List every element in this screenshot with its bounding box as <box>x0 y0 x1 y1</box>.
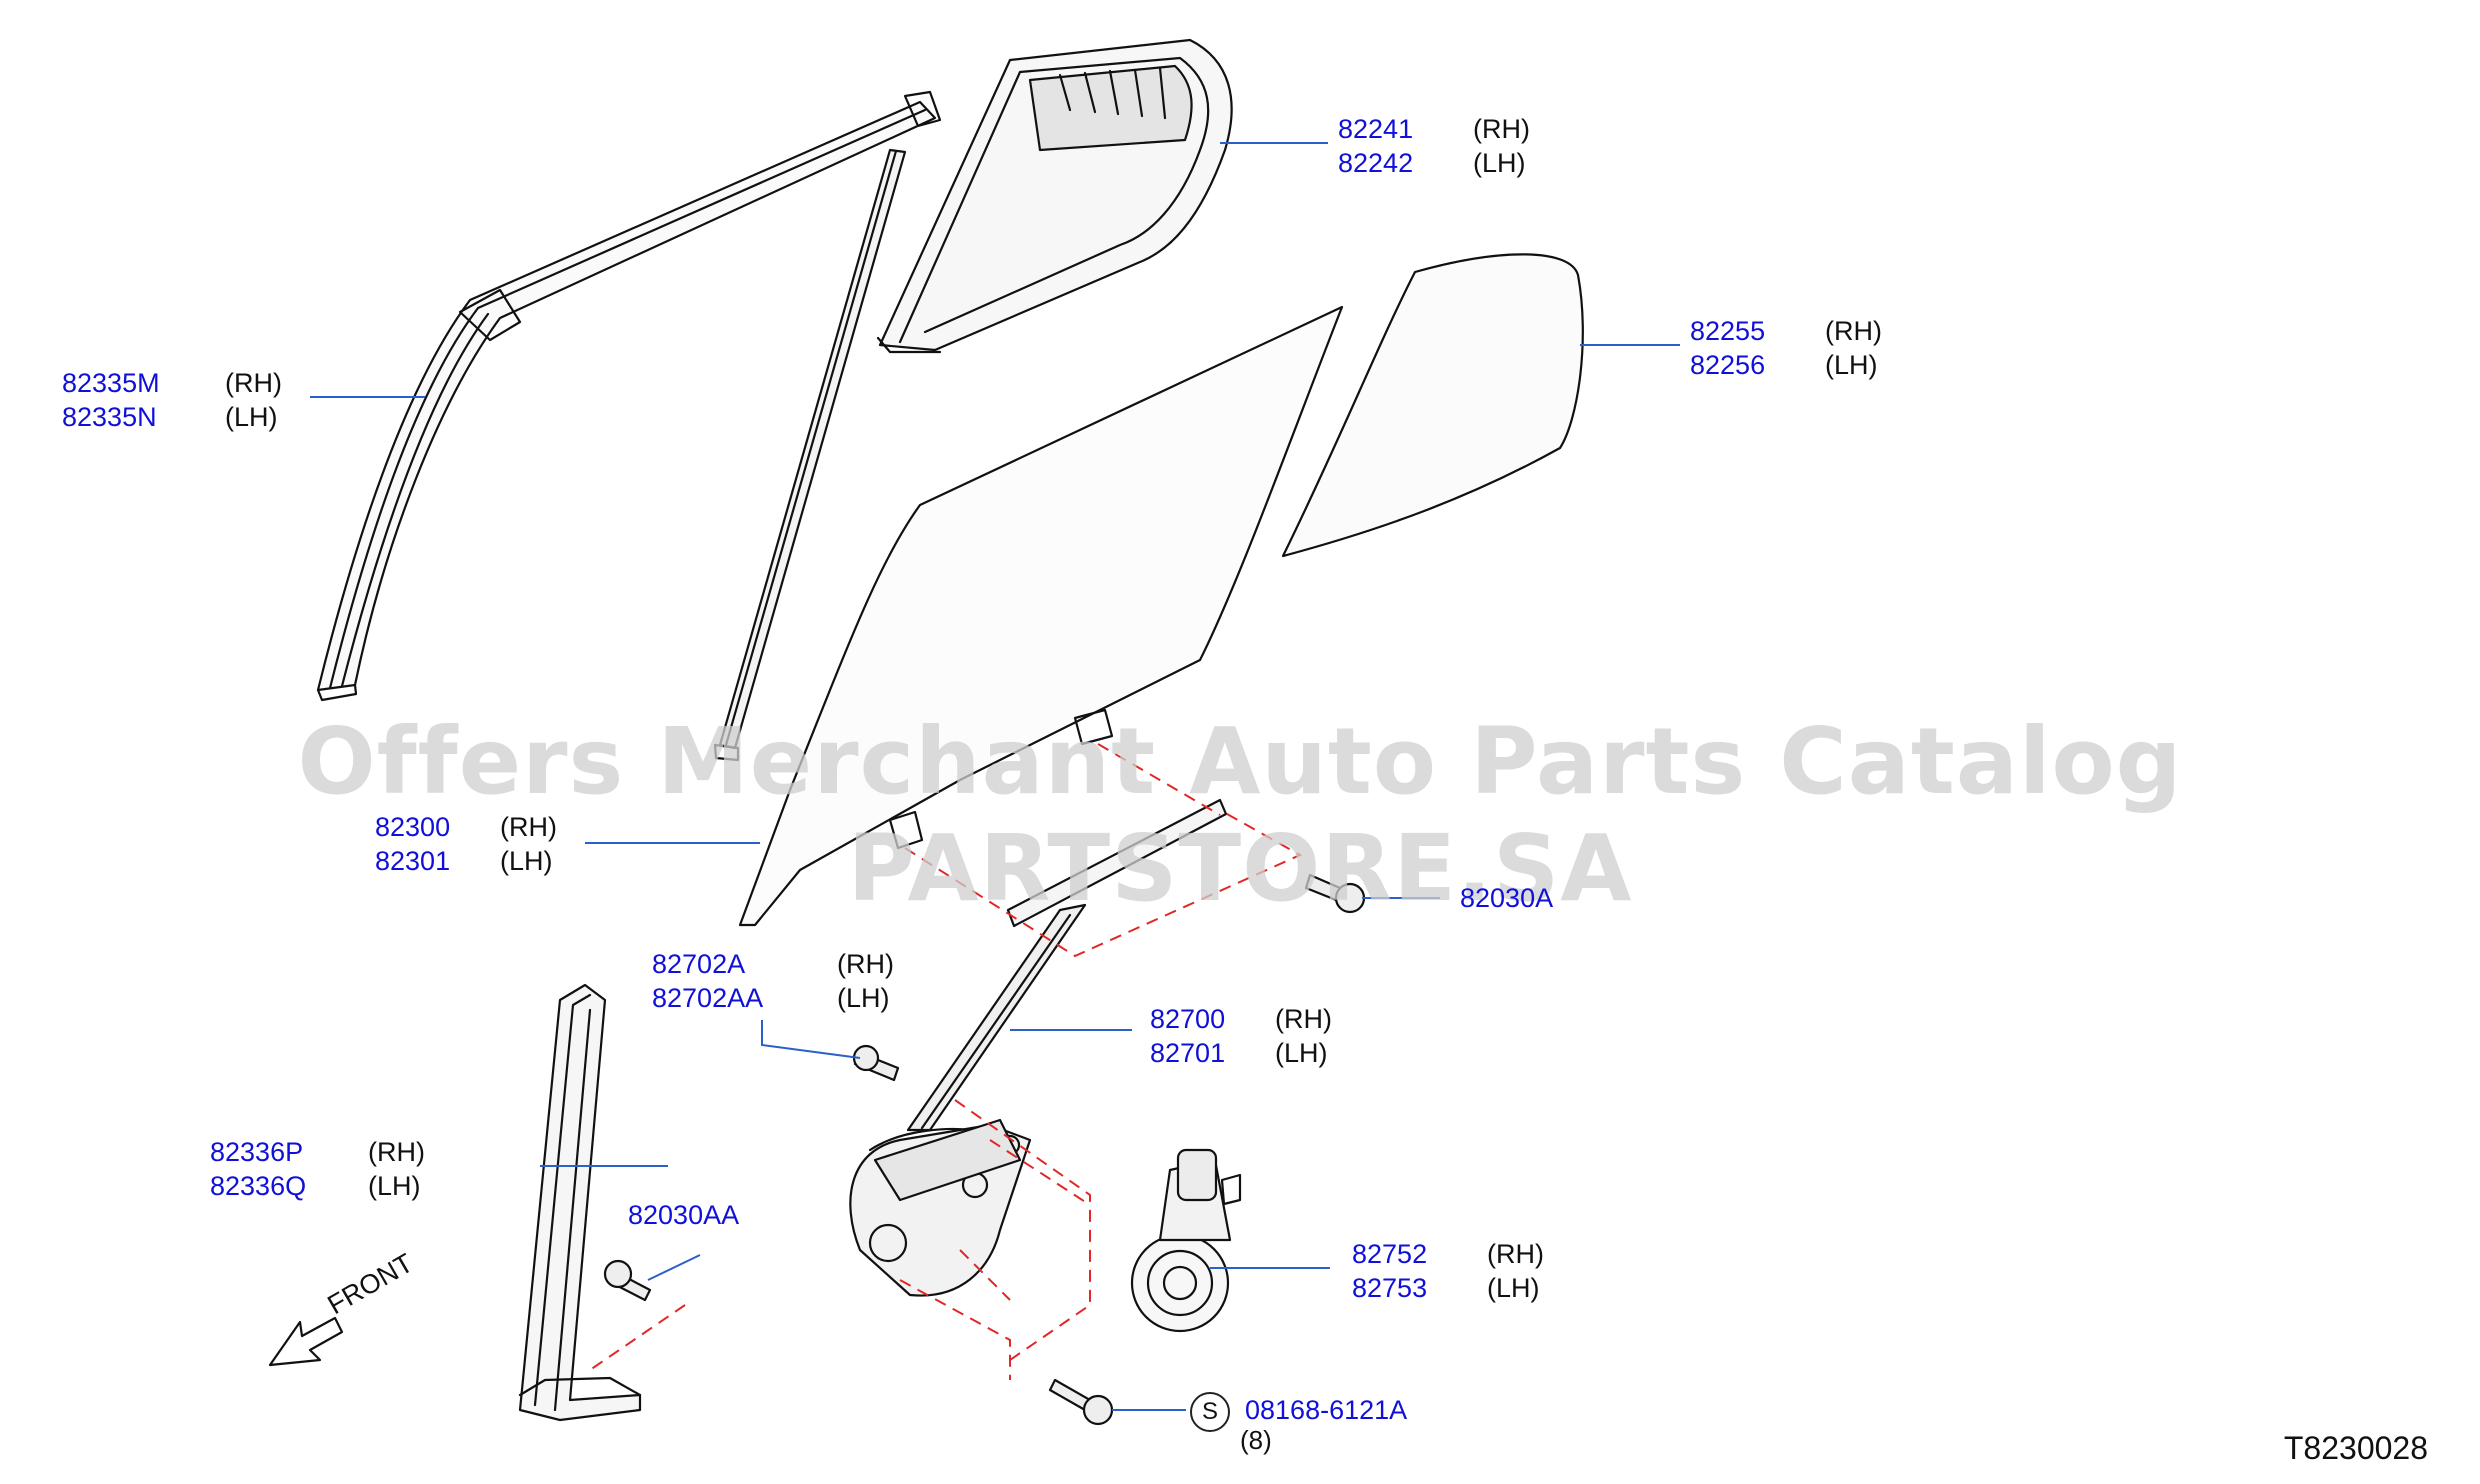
part-number-82241[interactable]: 82241 <box>1338 114 1414 144</box>
side-lh: (LH) <box>1275 1038 1328 1068</box>
sash-rear-part <box>518 983 642 1422</box>
part-number-82242[interactable]: 82242 <box>1338 148 1414 178</box>
part-number-82336P[interactable]: 82336P <box>210 1137 304 1167</box>
part-number-82700[interactable]: 82700 <box>1150 1004 1226 1034</box>
side-lh: (LH) <box>1473 148 1526 178</box>
side-rh: (RH) <box>1825 316 1882 346</box>
bolt-sash-part <box>603 1259 652 1302</box>
side-lh: (LH) <box>368 1171 421 1201</box>
part-number-82030A[interactable]: 82030A <box>1460 883 1554 913</box>
part-number-82030AA[interactable]: 82030AA <box>628 1200 740 1230</box>
side-rh: (RH) <box>837 949 894 979</box>
side-rh: (RH) <box>225 368 282 398</box>
part-number-82702AA[interactable]: 82702AA <box>652 983 764 1013</box>
part-number-82701[interactable]: 82701 <box>1150 1038 1226 1068</box>
part-number-82255[interactable]: 82255 <box>1690 316 1766 346</box>
motor-part <box>1130 1148 1242 1333</box>
screw-part <box>1048 1378 1114 1426</box>
part-number-82753[interactable]: 82753 <box>1352 1273 1428 1303</box>
part-number-82300[interactable]: 82300 <box>375 812 451 842</box>
s-symbol-icon: S <box>1190 1392 1230 1432</box>
side-rh: (RH) <box>1275 1004 1332 1034</box>
part-number-82256[interactable]: 82256 <box>1690 350 1766 380</box>
front-arrow-icon <box>268 1316 344 1367</box>
part-number-82301[interactable]: 82301 <box>375 846 451 876</box>
side-rh: (RH) <box>1473 114 1530 144</box>
regulator-part <box>849 798 1228 1297</box>
watermark: Offers Merchant Auto Parts Catalog PARTS… <box>297 708 2183 922</box>
quantity-label: (8) <box>1240 1425 1272 1455</box>
door-glass-part <box>738 305 1344 927</box>
diagram-code: T8230028 <box>2283 1430 2428 1466</box>
side-lh: (LH) <box>1487 1273 1540 1303</box>
bolt-glass-part <box>1304 873 1366 914</box>
side-lh: (LH) <box>500 846 553 876</box>
bolt-regulator-part <box>852 1044 900 1082</box>
part-number-82335M[interactable]: 82335M <box>62 368 160 398</box>
side-lh: (LH) <box>837 983 890 1013</box>
side-lh: (LH) <box>225 402 278 432</box>
side-rh: (RH) <box>1487 1239 1544 1269</box>
part-number-82752[interactable]: 82752 <box>1352 1239 1428 1269</box>
part-number-82335N[interactable]: 82335N <box>62 402 157 432</box>
side-rh: (RH) <box>368 1137 425 1167</box>
part-number-82336Q[interactable]: 82336Q <box>210 1171 307 1201</box>
sash-front-part <box>876 38 1233 354</box>
sash-outer-part <box>316 90 942 762</box>
side-lh: (LH) <box>1825 350 1878 380</box>
part-number-08168-6121A[interactable]: 08168-6121A <box>1245 1395 1408 1425</box>
part-number-82702A[interactable]: 82702A <box>652 949 746 979</box>
side-rh: (RH) <box>500 812 557 842</box>
quarter-glass-part <box>1281 253 1584 558</box>
